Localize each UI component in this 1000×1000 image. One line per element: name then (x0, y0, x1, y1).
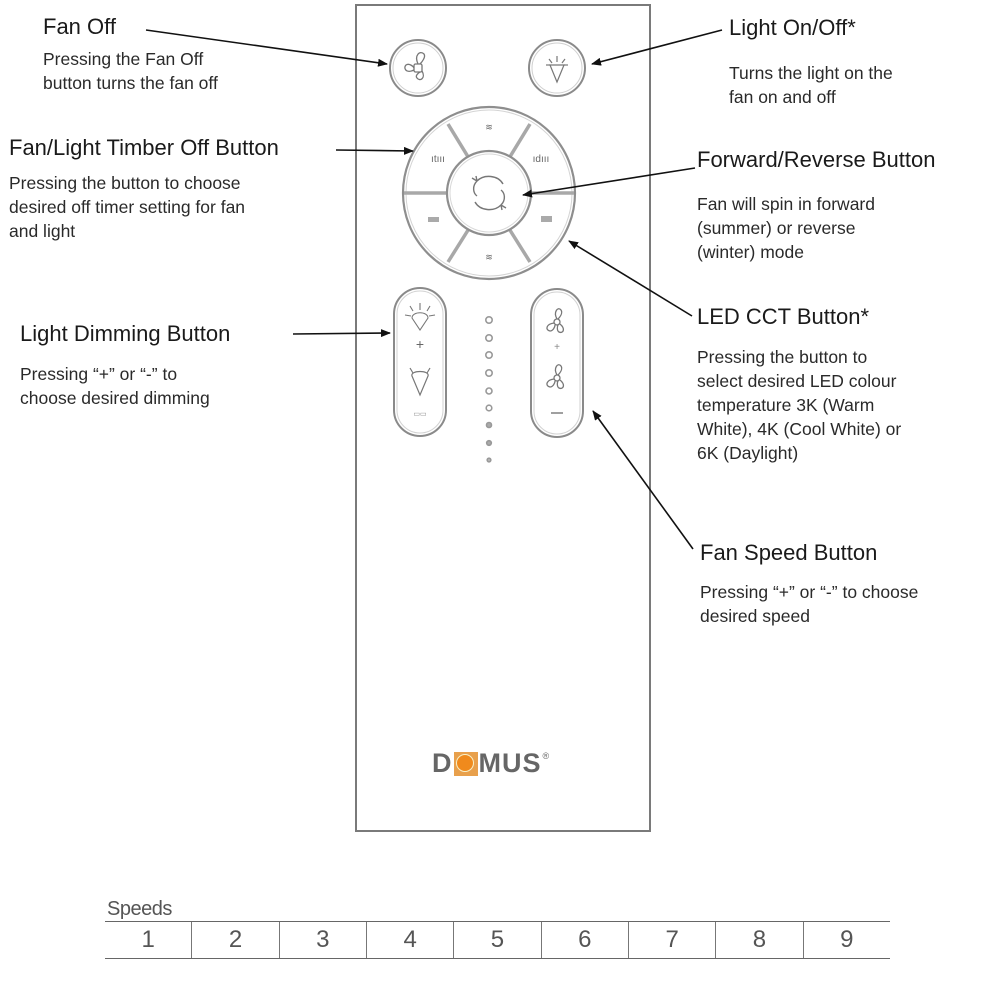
speed-cell: 3 (278, 922, 366, 958)
light-dimming-title: Light Dimming Button (20, 321, 231, 346)
remote-control-body (355, 4, 651, 832)
registered-mark: ® (542, 750, 551, 761)
logo-sun-icon (453, 751, 478, 776)
forward-reverse-title: Forward/Reverse Button (697, 147, 936, 172)
timer-off-title: Fan/Light Timber Off Button (9, 135, 279, 160)
fan-speed-description: Pressing “+” or “-” to choose desired sp… (700, 582, 919, 626)
led-cct-title: LED CCT Button* (697, 304, 870, 329)
domus-logo: D MUS ® (432, 748, 550, 779)
speed-cell: 7 (627, 922, 715, 958)
speed-cell: 5 (453, 922, 540, 958)
speeds-label: Speeds (107, 898, 172, 920)
fan-off-title: Fan Off (43, 14, 116, 39)
fan-speed-title: Fan Speed Button (700, 540, 878, 565)
forward-reverse-description: Fan will spin in forward (summer) or rev… (697, 194, 875, 262)
speeds-table: 1 2 3 4 5 6 7 8 9 (105, 921, 890, 959)
light-on-off-title: Light On/Off* (729, 15, 856, 40)
speed-cell: 1 (141, 926, 155, 953)
led-cct-description: Pressing the button to select desired LE… (697, 347, 902, 463)
speed-cell: 8 (715, 922, 802, 958)
logo-letters-mus: MUS (478, 748, 542, 778)
logo-letter-d: D (432, 748, 453, 778)
speed-cell: 2 (191, 922, 278, 958)
light-dimming-description: Pressing “+” or “-” to choose desired di… (20, 364, 210, 408)
speed-cell: 4 (365, 922, 453, 958)
light-on-off-description: Turns the light on the fan on and off (729, 63, 893, 107)
fan-off-description: Pressing the Fan Off button turns the fa… (43, 49, 218, 93)
timer-off-description: Pressing the button to choose desired of… (9, 173, 246, 241)
speed-cell: 6 (540, 922, 628, 958)
speed-cell: 9 (802, 922, 890, 958)
